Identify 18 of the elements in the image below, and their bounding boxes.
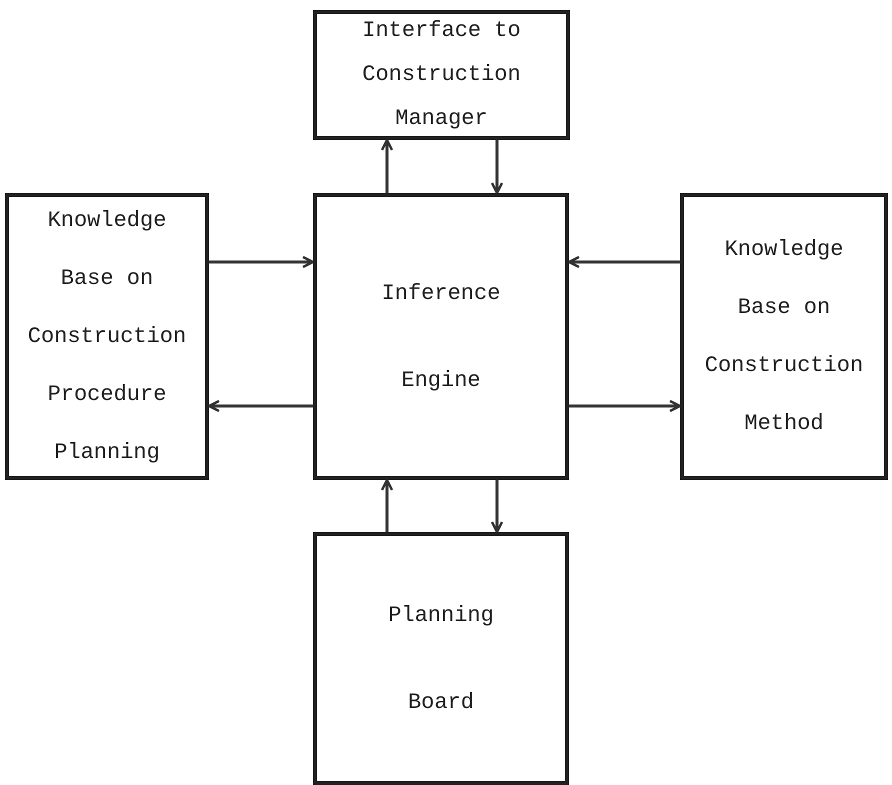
process-box [313,10,570,140]
box-label: Inference Engine [380,280,502,394]
process-box [680,193,888,480]
box-label: Planning Board [387,602,495,716]
arrow [568,256,680,268]
arrow [569,400,682,412]
box-label: Knowledge Base on Construction Method [704,236,864,438]
process-box [313,532,569,785]
arrow [380,138,394,193]
box-label: Knowledge Base on Construction Procedure Planning [27,206,187,466]
arrow [209,256,314,268]
arrow [490,140,504,194]
arrow [490,480,504,534]
process-box [5,193,209,480]
box-label: Interface to Construction Manager [361,17,522,133]
arrow [208,400,313,412]
arrow [380,478,394,532]
process-box [313,193,569,480]
